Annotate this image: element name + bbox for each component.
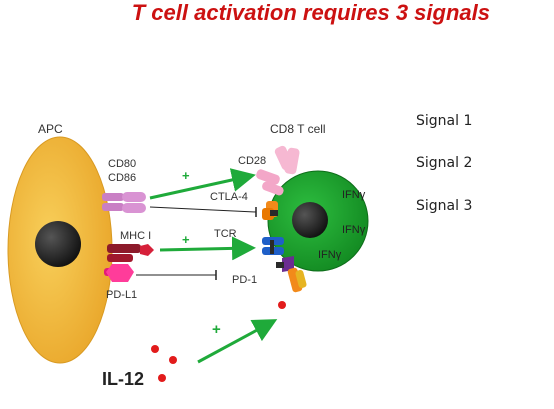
tcr-label: TCR (214, 228, 237, 240)
il12-label: IL-12 (102, 369, 144, 389)
signal3-plus-sign: + (212, 321, 221, 338)
tcell-label: CD8 T cell (270, 122, 326, 136)
apc-label: APC (38, 122, 63, 136)
il12-dot (158, 374, 166, 382)
cd80-label: CD80 (108, 158, 136, 170)
cd86-label: CD86 (108, 172, 136, 184)
pd1-inhibition-line (136, 270, 217, 280)
ifng-label-1: IFNγ (342, 189, 366, 201)
ctla4-molecule (262, 201, 278, 220)
mhc1-molecule (107, 244, 154, 262)
diagram-title: T cell activation requires 3 signals (131, 0, 490, 25)
ctla4-label: CTLA-4 (210, 191, 248, 203)
cd80-cd86-molecule (102, 192, 146, 213)
il12-receptor (287, 267, 307, 293)
apc-nucleus (35, 221, 81, 267)
il12-dot (169, 356, 177, 364)
tcr-molecule (262, 237, 284, 255)
signal1-plus-sign: + (182, 232, 190, 247)
cd28-molecule (256, 145, 300, 196)
signal3-activation-arrow (197, 319, 278, 364)
signal-2-label: Signal 2 (416, 155, 473, 171)
pdl1-molecule (104, 264, 134, 282)
ctla4-inhibition-line (149, 206, 257, 217)
ifng-label-2: IFNγ (342, 224, 366, 236)
signal-1-label: Signal 1 (416, 113, 473, 129)
pd1-label: PD-1 (232, 274, 257, 286)
pdl1-label: PD-L1 (106, 289, 137, 301)
il12-dot (151, 345, 159, 353)
tcell-nucleus (292, 202, 328, 238)
il12-dot (278, 301, 286, 309)
signal-3-label: Signal 3 (416, 198, 473, 214)
signal2-plus-sign: + (182, 168, 190, 183)
pd1-molecule (276, 256, 294, 272)
signal2-activation-arrow (149, 168, 256, 200)
ifng-label-3: IFNγ (318, 249, 342, 261)
cd28-label: CD28 (238, 155, 266, 167)
signal1-activation-arrow (159, 236, 256, 261)
mhc1-label: MHC I (120, 230, 151, 242)
